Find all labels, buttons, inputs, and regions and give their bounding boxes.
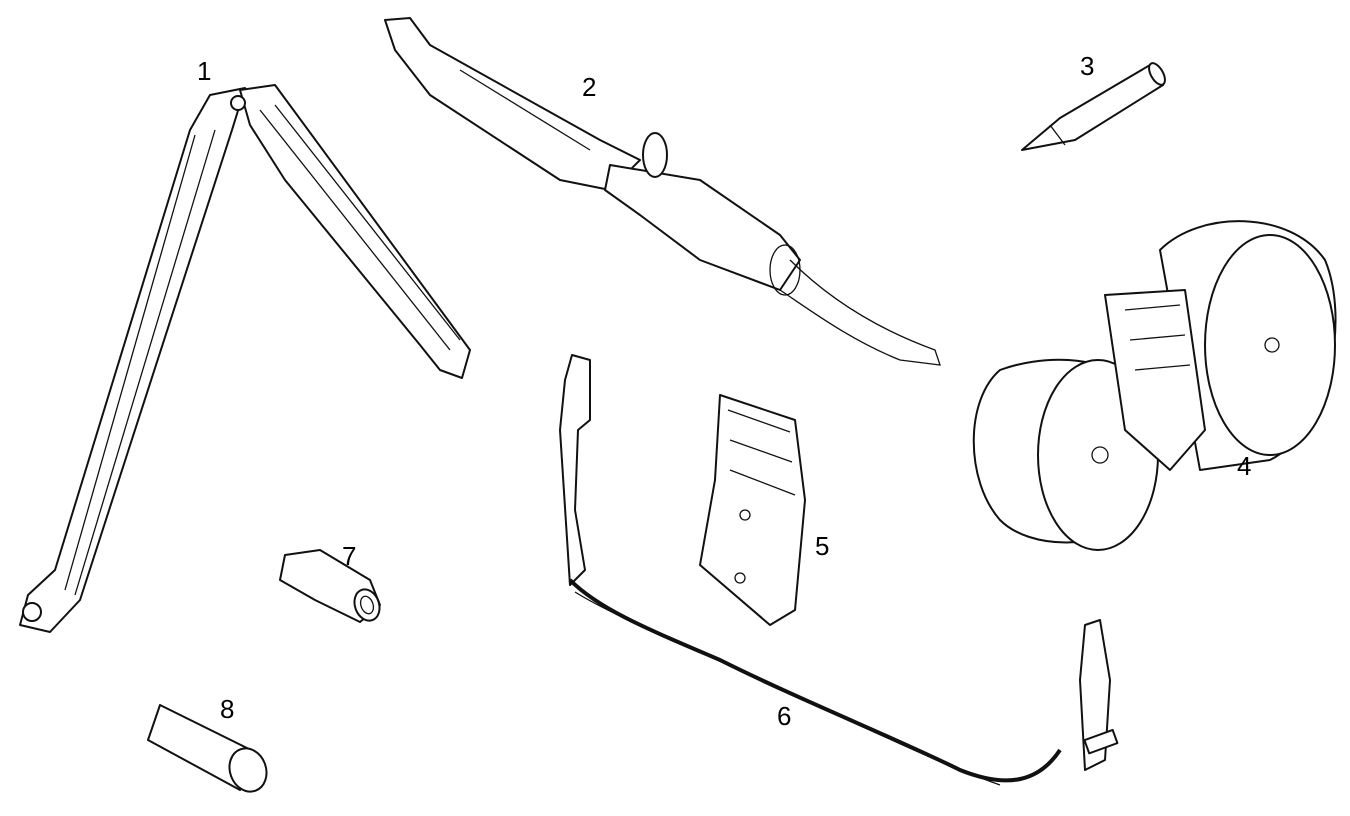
label-1: 1 bbox=[197, 56, 212, 86]
bipod-part-1 bbox=[19, 84, 471, 633]
label-3: 3 bbox=[1080, 51, 1095, 81]
label-7: 7 bbox=[342, 541, 357, 571]
label-4: 4 bbox=[1237, 451, 1252, 481]
cartridge-part-3 bbox=[1021, 62, 1166, 151]
cylinder-part-8 bbox=[147, 704, 268, 793]
label-5: 5 bbox=[815, 531, 830, 561]
magazine-part-5 bbox=[699, 394, 806, 626]
fitting-part-7 bbox=[279, 549, 381, 623]
label-2: 2 bbox=[582, 72, 597, 102]
sling-part-6 bbox=[559, 354, 1119, 786]
drum-magazine-part-4 bbox=[972, 220, 1337, 551]
label-6: 6 bbox=[777, 701, 792, 731]
bayonet-part-2 bbox=[384, 17, 941, 366]
label-8: 8 bbox=[220, 694, 235, 724]
